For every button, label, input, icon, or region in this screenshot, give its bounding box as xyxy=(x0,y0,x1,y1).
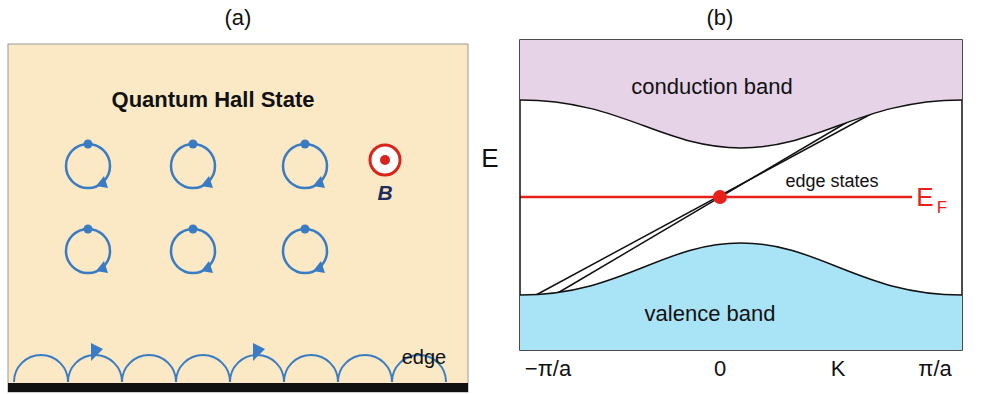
axis-label: K xyxy=(831,357,846,381)
band-edge xyxy=(520,243,962,295)
band-fill xyxy=(520,40,962,148)
band-region: valence band xyxy=(520,240,962,350)
plot-frame xyxy=(520,40,962,350)
tick-label: −π/a xyxy=(525,357,571,381)
panel-letter: (b) xyxy=(707,6,734,30)
panel-region: Quantum Hall State xyxy=(8,44,468,392)
crossing-dot xyxy=(713,190,727,204)
band-region: conduction band xyxy=(520,40,962,150)
axis-label: E xyxy=(481,144,498,173)
field-label: B xyxy=(377,181,392,204)
cyclotron-orbits xyxy=(66,144,327,273)
panel-letter: (a) xyxy=(225,6,252,30)
band-shape xyxy=(520,240,962,350)
node-text: valence band xyxy=(645,302,776,326)
curve-label: edge states xyxy=(783,172,880,192)
tick-label: π/a xyxy=(918,357,952,381)
band-edge xyxy=(520,100,962,148)
orbit-markers xyxy=(84,140,326,274)
edge-label: edge xyxy=(402,346,447,368)
orbit-markers xyxy=(91,343,265,361)
panel-ground xyxy=(8,44,468,392)
sample-edge xyxy=(8,383,468,392)
field-symbol xyxy=(370,145,400,175)
skipping-orbits xyxy=(14,355,446,382)
tick-label: 0 xyxy=(714,357,726,381)
fermi-label: E xyxy=(916,183,933,212)
band-fill xyxy=(520,243,962,350)
node-text: Quantum Hall State xyxy=(112,88,315,112)
node-text: conduction band xyxy=(631,75,792,99)
fermi-subscript: F xyxy=(937,199,947,218)
